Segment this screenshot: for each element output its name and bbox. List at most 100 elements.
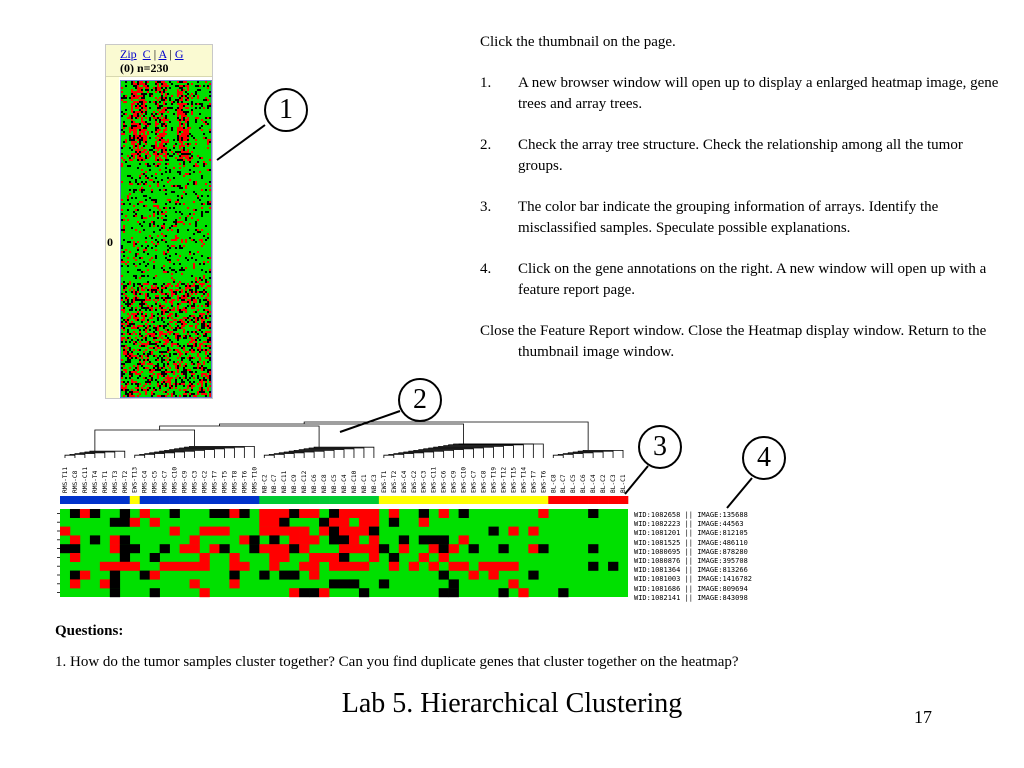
sample-label: NB-C3 [371,474,378,493]
gene-annotation-link[interactable]: WID:1082141 || IMAGE:843098 [634,593,748,602]
heatmap-cell [388,561,400,571]
sample-label: BL-C2 [600,474,607,493]
gene-annotation-link[interactable]: WID:1081364 || IMAGE:813266 [634,566,748,575]
heatmap-cell [418,535,430,545]
sample-label: NB-C2 [261,474,268,493]
heatmap-cell [368,517,380,527]
gene-annotation-link[interactable]: WID:1082658 || IMAGE:135688 [634,511,748,519]
heatmap-cell [149,570,160,580]
group-bar-cell [89,496,101,504]
heatmap-cell [448,544,459,554]
heatmap-cell [119,561,131,571]
heatmap-cell [388,553,400,562]
sample-label: NB-C7 [271,474,278,493]
heatmap-cell [179,544,190,554]
heatmap-cell [329,535,340,545]
heatmap-cell [149,517,160,527]
group-bar-cell [498,496,509,504]
heatmap-cell [269,561,280,571]
heatmap-cell [239,509,250,518]
group-bar-cell [259,496,270,504]
heatmap-cell [279,526,290,536]
heatmap-cell [518,588,529,598]
heatmap-cell [348,526,360,536]
sample-label: RMS-C9 [182,470,189,493]
heatmap-cell [458,535,469,545]
gene-annotation-link[interactable]: WID:1081525 || IMAGE:486110 [634,538,748,547]
heatmap-cell [189,561,200,571]
heatmap-cell [339,526,350,536]
heatmap-cell [199,526,210,536]
heatmap-cell [109,579,121,589]
heatmap-cell [388,517,400,527]
heatmap-cell [60,544,71,554]
sample-label: NB-C1 [361,474,368,493]
slide-title: Lab 5. Hierarchical Clustering [341,688,683,719]
heatmap-cell [438,570,449,580]
gene-annotation-link[interactable]: WID:1081686 || IMAGE:809694 [634,584,748,593]
heatmap-cell [319,588,330,598]
sample-label: NB-C8 [321,474,328,493]
heatmap-cell [189,544,200,554]
heatmap-cell [289,544,300,554]
heatmap-cell [239,535,250,545]
group-bar-cell [578,496,589,504]
g-link[interactable]: G [174,47,184,61]
instruction-step: 2.Check the array tree structure. Check … [480,137,963,174]
heatmap-cell [229,570,240,580]
heatmap-cell [508,579,519,589]
group-bar-cell [339,496,350,504]
heatmap-cell [418,553,430,562]
heatmap-cell [538,509,549,518]
heatmap-thumbnail[interactable]: Zip C | A | G (0) n=230 0 [105,44,213,399]
heatmap-cell [69,579,81,589]
a-link[interactable]: A [158,47,167,61]
heatmap-cell [319,526,330,536]
sample-label: EWS-C7 [471,470,478,493]
sample-label: NB-C9 [291,474,298,493]
heatmap-cell [339,561,350,571]
sample-label: RMS-T5 [221,470,228,493]
heatmap-cell [229,561,240,571]
c-link[interactable]: C [142,47,151,61]
heatmap-cell [358,544,370,554]
heatmap-cell [129,517,141,527]
heatmap-cell [329,509,340,518]
group-bar-cell [309,496,320,504]
heatmap-cell [408,561,420,571]
sample-label: EWS-C3 [421,470,428,493]
heatmap-cell [528,526,539,536]
heatmap-cell [159,544,170,554]
group-bar-cell [109,496,121,504]
heatmap-cell [109,535,121,545]
sample-label: RMS-C7 [162,470,169,493]
heatmap-cell [219,526,230,536]
heatmap-cell [209,544,220,554]
leader-line-3 [624,465,649,495]
group-bar-cell [588,496,599,504]
gene-annotation-link[interactable]: WID:1080695 || IMAGE:878280 [634,547,748,556]
heatmap-cell [339,544,350,554]
group-bar-cell [289,496,300,504]
leader-line-4 [726,477,753,509]
sample-label: EWS-T1 [381,470,388,493]
heatmap-cell [339,517,350,527]
heatmap-cell [299,535,310,545]
gene-annotation-link[interactable]: WID:1081201 || IMAGE:812105 [634,529,748,538]
gene-annotation-link[interactable]: WID:1082223 || IMAGE:44563 [634,520,744,529]
gene-annotation-link[interactable]: WID:1081003 || IMAGE:1416782 [634,575,753,584]
callout-1: 1 [264,88,308,132]
thumbnail-heatmap-image[interactable] [120,80,212,398]
zip-link[interactable]: Zip [120,47,137,61]
group-bar-cell [329,496,340,504]
heatmap-cell [528,570,539,580]
leader-line-2 [339,410,401,433]
heatmap-cell [348,561,360,571]
page-number: 17 [914,707,932,727]
gene-annotation-link[interactable]: WID:1080876 || IMAGE:395708 [634,557,748,566]
heatmap-cell [119,544,131,554]
heatmap-cell [608,561,619,571]
group-bar-cell [299,496,310,504]
heatmap-cell [189,579,200,589]
